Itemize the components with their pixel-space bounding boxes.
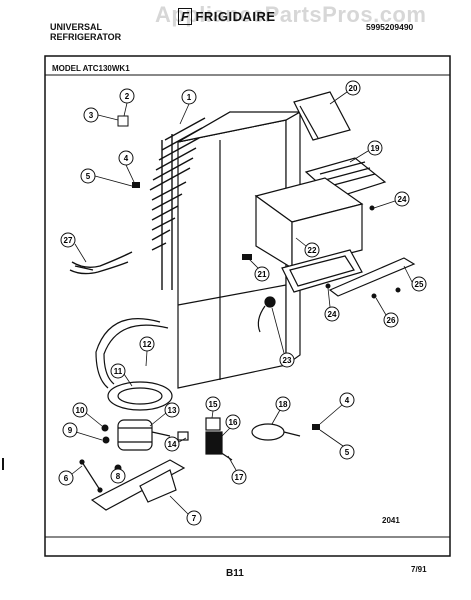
callout-26: [383, 312, 399, 328]
callout-number: 4: [124, 154, 129, 163]
callout-number: 12: [143, 340, 152, 349]
callout-number: 9: [68, 426, 73, 435]
callout-24a: [394, 191, 410, 207]
callout-number: 22: [308, 246, 317, 255]
thermostat-part: [242, 254, 252, 260]
power-cord: [69, 251, 133, 275]
callout-labels: 1234589101112131415161718192021222324242…: [64, 84, 424, 523]
callout-number: 24: [328, 310, 337, 319]
model-label: MODEL ATC130WK1: [52, 64, 130, 73]
callout-number: 3: [89, 111, 94, 120]
leader-lines: [71, 91, 413, 515]
terminal-clip: [312, 424, 320, 430]
callout-number: 11: [114, 367, 123, 376]
callout-6: [58, 470, 74, 486]
compressor: [117, 419, 171, 451]
callout-22: [304, 242, 320, 258]
callout-number: 8: [116, 472, 121, 481]
callout-number: 15: [209, 400, 218, 409]
drip-tray: [281, 249, 363, 293]
callout-13: [164, 402, 180, 418]
callout-number: 20: [349, 84, 358, 93]
callout-number: 18: [279, 400, 288, 409]
diagram-code: 2041: [382, 516, 400, 525]
callout-16: [225, 414, 241, 430]
diagram-border: [44, 55, 451, 557]
callout-number: 14: [168, 440, 177, 449]
callout-17: [231, 469, 247, 485]
date-code: 7/91: [411, 565, 427, 574]
drain-tube: [95, 318, 169, 389]
callout-18: [275, 396, 291, 412]
callout-number: 23: [283, 356, 292, 365]
page-number: B11: [226, 568, 244, 579]
callout-9: [62, 422, 78, 438]
callout-4b: [339, 392, 355, 408]
top-bracket: [293, 91, 351, 141]
callout-markers: [58, 80, 427, 526]
label-plate: [117, 115, 129, 127]
callout-number: 10: [76, 406, 85, 415]
light-socket-harness: [257, 296, 276, 333]
callout-10: [72, 402, 88, 418]
callout-11: [110, 363, 126, 379]
callout-number: 1: [187, 93, 192, 102]
relay-and-overload: [177, 417, 233, 461]
callout-number: 4: [345, 396, 350, 405]
callout-number: 21: [258, 270, 267, 279]
brand-line-1: UNIVERSAL: [50, 22, 103, 32]
callout-number: 5: [345, 448, 350, 457]
callout-number: 24: [398, 195, 407, 204]
callout-25: [411, 276, 427, 292]
frigidaire-logo: F: [178, 8, 193, 25]
callout-5b: [339, 444, 355, 460]
callout-23: [279, 352, 295, 368]
callout-number: 26: [387, 316, 396, 325]
drain-pan: [107, 381, 173, 411]
callout-21: [254, 266, 270, 282]
callout-number: 16: [229, 418, 238, 427]
callout-19: [367, 140, 383, 156]
callout-number: 17: [235, 473, 244, 482]
callout-number: 5: [86, 172, 91, 181]
brand-line-2: REFRIGERATOR: [50, 32, 122, 42]
center-logo-text: FRIGIDAIRE: [195, 9, 276, 24]
wire-harness: [251, 423, 301, 441]
callout-27: [60, 232, 76, 248]
callout-number: 25: [415, 280, 424, 289]
callout-number: 6: [64, 474, 69, 483]
brand-header: UNIVERSAL REFRIGERATOR: [50, 22, 121, 42]
part-number: 5995209490: [366, 22, 414, 32]
callout-number: 19: [371, 144, 380, 153]
callout-number: 27: [64, 236, 73, 245]
callout-20: [345, 80, 361, 96]
cord-clip: [79, 459, 103, 493]
callout-number: 2: [125, 92, 130, 101]
tubing-clip: [132, 182, 140, 188]
watermark: AppliancePartsPros.com: [155, 2, 427, 27]
condenser-coil: [149, 117, 206, 290]
callout-number: 7: [192, 514, 197, 523]
callout-7: [186, 510, 202, 526]
callout-24b: [324, 306, 340, 322]
drain-strip: [328, 257, 416, 297]
compressor-base-rail: [90, 459, 186, 511]
screws: [325, 205, 401, 299]
callout-number: 13: [168, 406, 177, 415]
callout-14: [164, 436, 180, 452]
